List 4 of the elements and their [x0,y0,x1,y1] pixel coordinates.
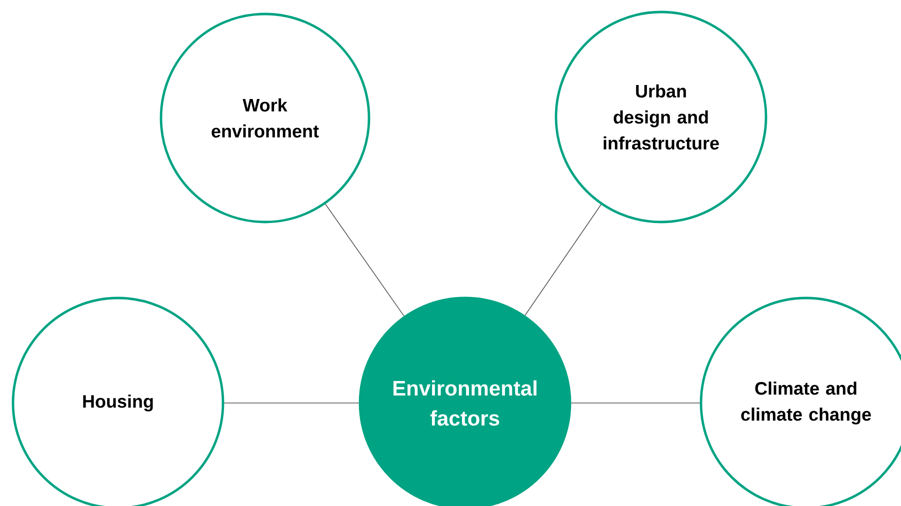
connector-line [224,402,360,404]
connector-line [325,204,404,316]
connector-line [524,204,602,316]
connector-line [570,402,700,404]
